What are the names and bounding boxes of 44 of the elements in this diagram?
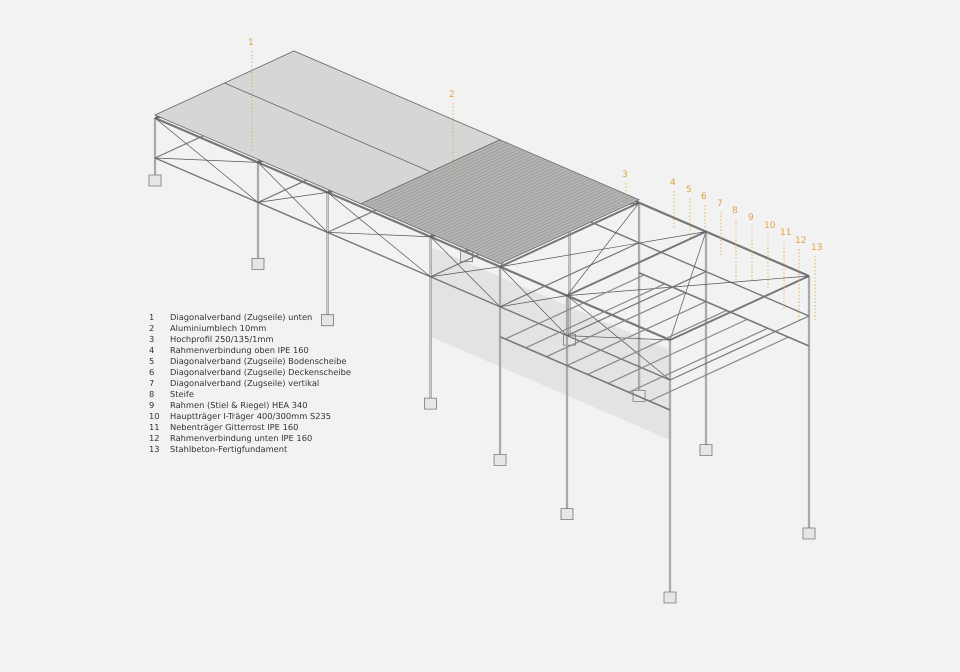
callout-number: 4 bbox=[670, 178, 676, 188]
callout-number: 8 bbox=[732, 206, 738, 216]
leader-line bbox=[720, 212, 722, 256]
callout-number: 10 bbox=[764, 221, 776, 231]
item-description: Rahmen (Stiel & Riegel) HEA 340 bbox=[170, 400, 308, 410]
callout-number: 2 bbox=[449, 90, 455, 100]
callout-number: 6 bbox=[701, 192, 707, 202]
item-number: 3 bbox=[149, 334, 154, 344]
callout-number: 3 bbox=[622, 170, 628, 180]
leader-line bbox=[814, 256, 816, 320]
item-number: 5 bbox=[149, 356, 154, 366]
callout-number: 5 bbox=[686, 185, 692, 195]
item-number: 8 bbox=[149, 389, 154, 399]
item-number: 2 bbox=[149, 323, 154, 333]
item-number: 13 bbox=[149, 444, 160, 454]
item-description: Rahmenverbindung oben IPE 160 bbox=[170, 345, 309, 355]
leader-line bbox=[704, 204, 706, 228]
item-description: Aluminiumblech 10mm bbox=[170, 323, 266, 333]
item-description: Rahmenverbindung unten IPE 160 bbox=[170, 433, 312, 443]
leader-line bbox=[452, 102, 454, 180]
callout-number: 1 bbox=[248, 38, 254, 48]
item-description: Diagonalverband (Zugseile) Bodenscheibe bbox=[170, 356, 346, 366]
item-number: 9 bbox=[149, 400, 154, 410]
item-description: Steife bbox=[170, 389, 194, 399]
item-description: Stahlbeton-Fertigfundament bbox=[170, 444, 288, 454]
callout-number: 12 bbox=[795, 236, 806, 246]
callout-number: 13 bbox=[811, 243, 822, 253]
item-description: Hauptträger I-Träger 400/300mm S235 bbox=[170, 411, 332, 421]
item-description: Hochprofil 250/135/1mm bbox=[170, 334, 274, 344]
item-number: 12 bbox=[149, 433, 160, 443]
item-description: Diagonalverband (Zugseile) Deckenscheibe bbox=[170, 367, 352, 377]
callout-number: 9 bbox=[748, 213, 754, 223]
item-number: 10 bbox=[149, 411, 160, 421]
item-description: Diagonalverband (Zugseile) vertikal bbox=[170, 378, 320, 388]
callout-number: 7 bbox=[717, 199, 723, 209]
item-description: Nebenträger Gitterrost IPE 160 bbox=[170, 422, 298, 432]
item-number: 4 bbox=[149, 345, 154, 355]
item-number: 6 bbox=[149, 367, 154, 377]
item-number: 1 bbox=[149, 312, 154, 322]
item-number: 11 bbox=[149, 422, 160, 432]
item-number: 7 bbox=[149, 378, 154, 388]
callout-number: 11 bbox=[780, 228, 792, 238]
leader-line bbox=[798, 248, 800, 320]
item-description: Diagonalverband (Zugseile) unten bbox=[170, 312, 312, 322]
